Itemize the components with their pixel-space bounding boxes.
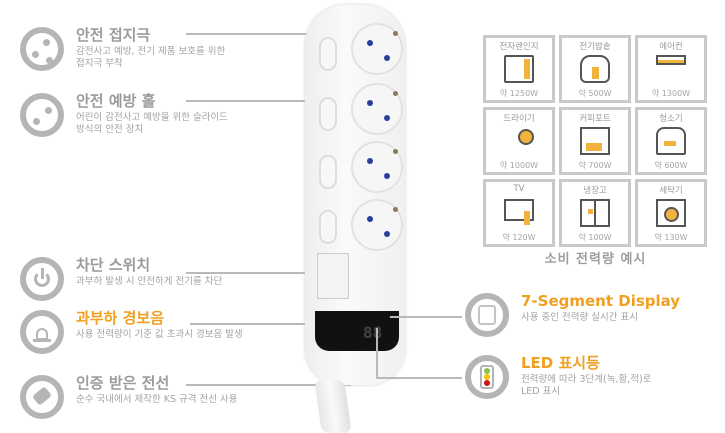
callout-line [390,316,462,318]
outlet-switch [319,155,337,189]
appliance-name: TV [513,184,525,194]
segment-display: 88 [315,311,399,351]
socket [351,23,403,75]
appliance-name: 드라이기 [503,114,535,124]
appliance-name: 세탁기 [659,186,683,196]
outlet-switch [319,210,337,244]
appliance-watt: 약 1000W [499,161,539,170]
callout-line [376,328,378,378]
feature-desc: 감전사고 예방, 전기 제품 보호를 위한 [76,46,226,57]
appliance-watt: 약 600W [654,161,688,170]
appliance-grid-title: 소비 전력량 예시 [544,252,647,267]
feature-desc: LED 표시 [521,386,561,397]
plug-cable-icon [20,375,64,419]
socket [351,83,403,135]
feature-7-segment: 7-Segment Display 사용 중인 전력량 실시간 표시 [465,293,680,337]
coffee-maker-icon [580,127,610,155]
alarm-siren-icon [20,310,64,354]
feature-desc: 전력량에 따라 3단계(녹,황,적)로 [521,374,652,385]
seven-segment-icon [465,293,509,337]
vacuum-icon [656,127,686,155]
ground-plug-icon [20,27,64,71]
feature-title: 차단 스위치 [76,256,151,274]
feature-desc: 사용 전력량이 기준 값 초과시 경보음 발생 [76,329,243,340]
tv-icon [504,199,534,225]
feature-desc: 순수 국내에서 제작한 KS 규격 전선 사용 [76,394,238,405]
appliance-card: TV 약 120W [483,179,555,247]
appliance-name: 커피포트 [579,114,611,124]
appliance-name: 전자렌인지 [499,42,539,52]
outlet-switch [319,37,337,71]
appliance-watt: 약 1250W [499,89,539,98]
appliance-watt: 약 1300W [651,89,691,98]
feature-safety-hole: 안전 예방 홀 어린이 감전사고 예방을 위한 슬라이드 방식의 안전 장치 [20,93,228,137]
appliance-watt: 약 500W [578,89,612,98]
appliance-watt: 약 120W [502,233,536,242]
power-strip-image: 88 [305,5,405,385]
power-cord [314,380,352,433]
appliance-watt: 약 700W [578,161,612,170]
microwave-icon [504,55,534,83]
callout-line [190,323,340,325]
washing-machine-icon [656,199,686,227]
feature-title: 7-Segment Display [521,292,681,310]
feature-title: LED 표시등 [521,354,600,372]
callout-line [186,33,401,35]
feature-led-indicator: LED 표시등 전력량에 따라 3단계(녹,황,적)로 LED 표시 [465,355,651,399]
callout-line [186,100,371,102]
socket [351,141,403,193]
traffic-light-icon [465,355,509,399]
safety-hole-icon [20,93,64,137]
callout-line [186,384,351,386]
callout-line [376,377,462,379]
display-value: 88 [363,323,383,342]
feature-title: 안전 예방 홀 [76,92,156,110]
hair-dryer-icon [504,127,534,155]
feature-title: 안전 접지극 [76,26,151,44]
appliance-watt: 약 130W [654,233,688,242]
feature-desc: 방식의 안전 장치 [76,124,144,135]
socket [351,199,403,251]
feature-ground: 안전 접지극 감전사고 예방, 전기 제품 보호를 위한 접지극 부착 [20,27,225,71]
air-conditioner-icon [656,55,686,83]
callout-line [186,272,336,274]
feature-certified-cable: 인증 받은 전선 순수 국내에서 제작한 KS 규격 전선 사용 [20,375,237,419]
appliance-name: 청소기 [659,114,683,124]
appliance-name: 전기밥솥 [579,42,611,52]
outlet-switch [319,97,337,131]
feature-desc: 접지극 부착 [76,58,123,69]
feature-title: 인증 받은 전선 [76,374,170,392]
feature-title: 과부하 경보음 [76,309,165,327]
power-icon [20,257,64,301]
feature-desc: 사용 중인 전력량 실시간 표시 [521,312,638,323]
feature-desc: 과부하 발생 시 안전하게 전기를 차단 [76,276,223,287]
refrigerator-icon [580,199,610,227]
rice-cooker-icon [580,55,610,83]
appliance-name: 냉장고 [583,186,607,196]
feature-overload-alarm: 과부하 경보음 사용 전력량이 기준 값 초과시 경보음 발생 [20,310,243,354]
appliance-name: 에어컨 [659,42,683,52]
feature-breaker-switch: 차단 스위치 과부하 발생 시 안전하게 전기를 차단 [20,257,222,301]
feature-desc: 어린이 감전사고 예방을 위한 슬라이드 [76,112,228,123]
appliance-watt: 약 100W [578,233,612,242]
breaker-switch [317,253,349,299]
